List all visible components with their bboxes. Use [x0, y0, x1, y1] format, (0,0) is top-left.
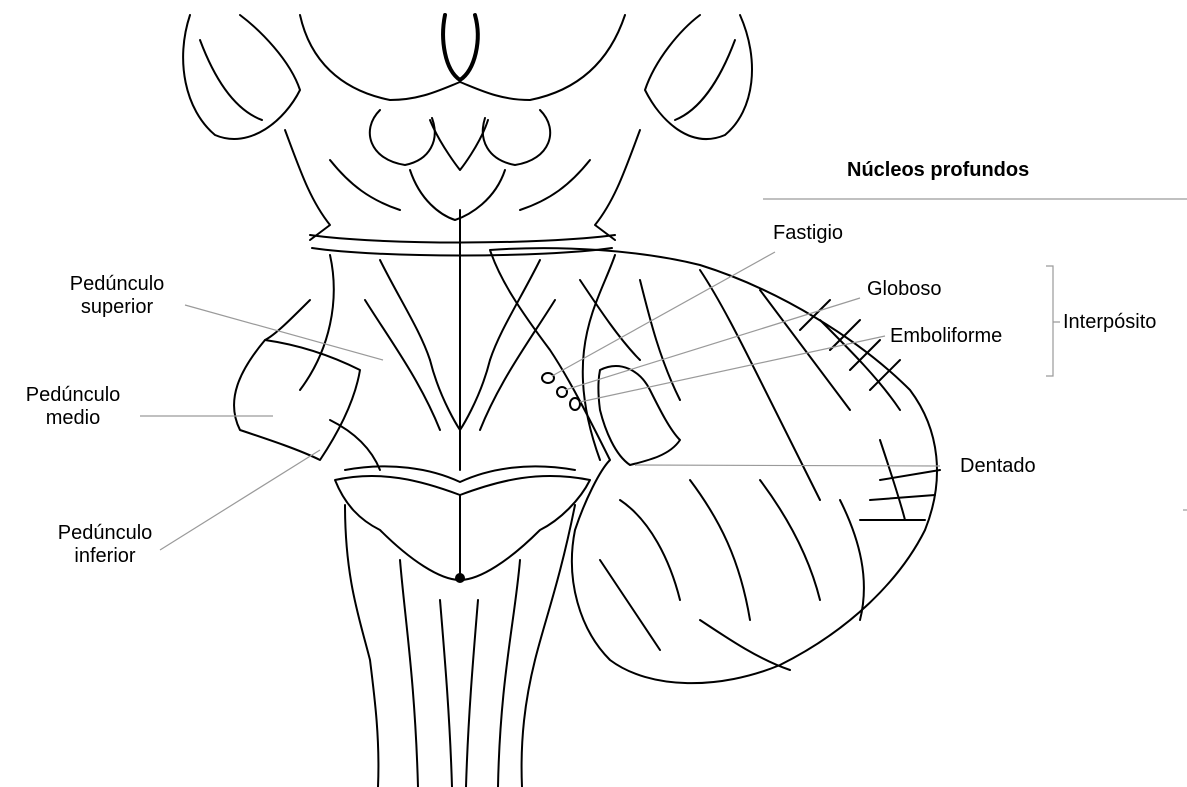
medulla-outline	[345, 505, 378, 787]
label-emboliforme: Emboliforme	[890, 325, 1002, 348]
label-pedunculo-medio-line2: medio	[8, 407, 138, 430]
label-fastigio: Fastigio	[773, 222, 843, 245]
fourth-ventricle-floor	[335, 476, 590, 580]
dentate-nucleus	[599, 366, 681, 465]
fastigio-leader	[552, 252, 775, 376]
label-dentado: Dentado	[960, 455, 1036, 478]
label-pedunculo-superior-line2: superior	[52, 296, 182, 319]
emboliform-nucleus	[570, 398, 580, 410]
colliculi	[370, 110, 550, 165]
label-pedunculo-inferior-line2: inferior	[40, 545, 170, 568]
label-pedunculo-medio-line1: Pedúnculo	[8, 384, 138, 407]
middle-peduncle-outline	[234, 340, 360, 460]
pontine-band	[310, 235, 615, 256]
label-pedunculo-inferior: Pedúnculo inferior	[40, 522, 170, 568]
label-pedunculo-superior-line1: Pedúnculo	[52, 273, 182, 296]
pedunculo-inferior-leader	[160, 450, 320, 550]
label-pedunculo-inferior-line1: Pedúnculo	[40, 522, 170, 545]
dentado-leader	[635, 465, 940, 466]
interposito-bracket	[1046, 266, 1060, 376]
globose-nucleus	[557, 387, 567, 397]
fastigial-nucleus	[542, 373, 554, 383]
label-pedunculo-medio: Pedúnculo medio	[8, 384, 138, 430]
label-globoso: Globoso	[867, 278, 942, 301]
right-temporal-lobe-outline	[645, 15, 752, 139]
section-header: Núcleos profundos	[847, 159, 1029, 182]
midbrain-aqueduct	[443, 15, 478, 80]
left-temporal-lobe-outline	[183, 15, 300, 139]
label-pedunculo-superior: Pedúnculo superior	[52, 273, 182, 319]
emboliforme-leader	[580, 336, 885, 402]
pedunculo-superior-leader	[185, 305, 383, 360]
label-interposito: Interpósito	[1063, 311, 1156, 334]
